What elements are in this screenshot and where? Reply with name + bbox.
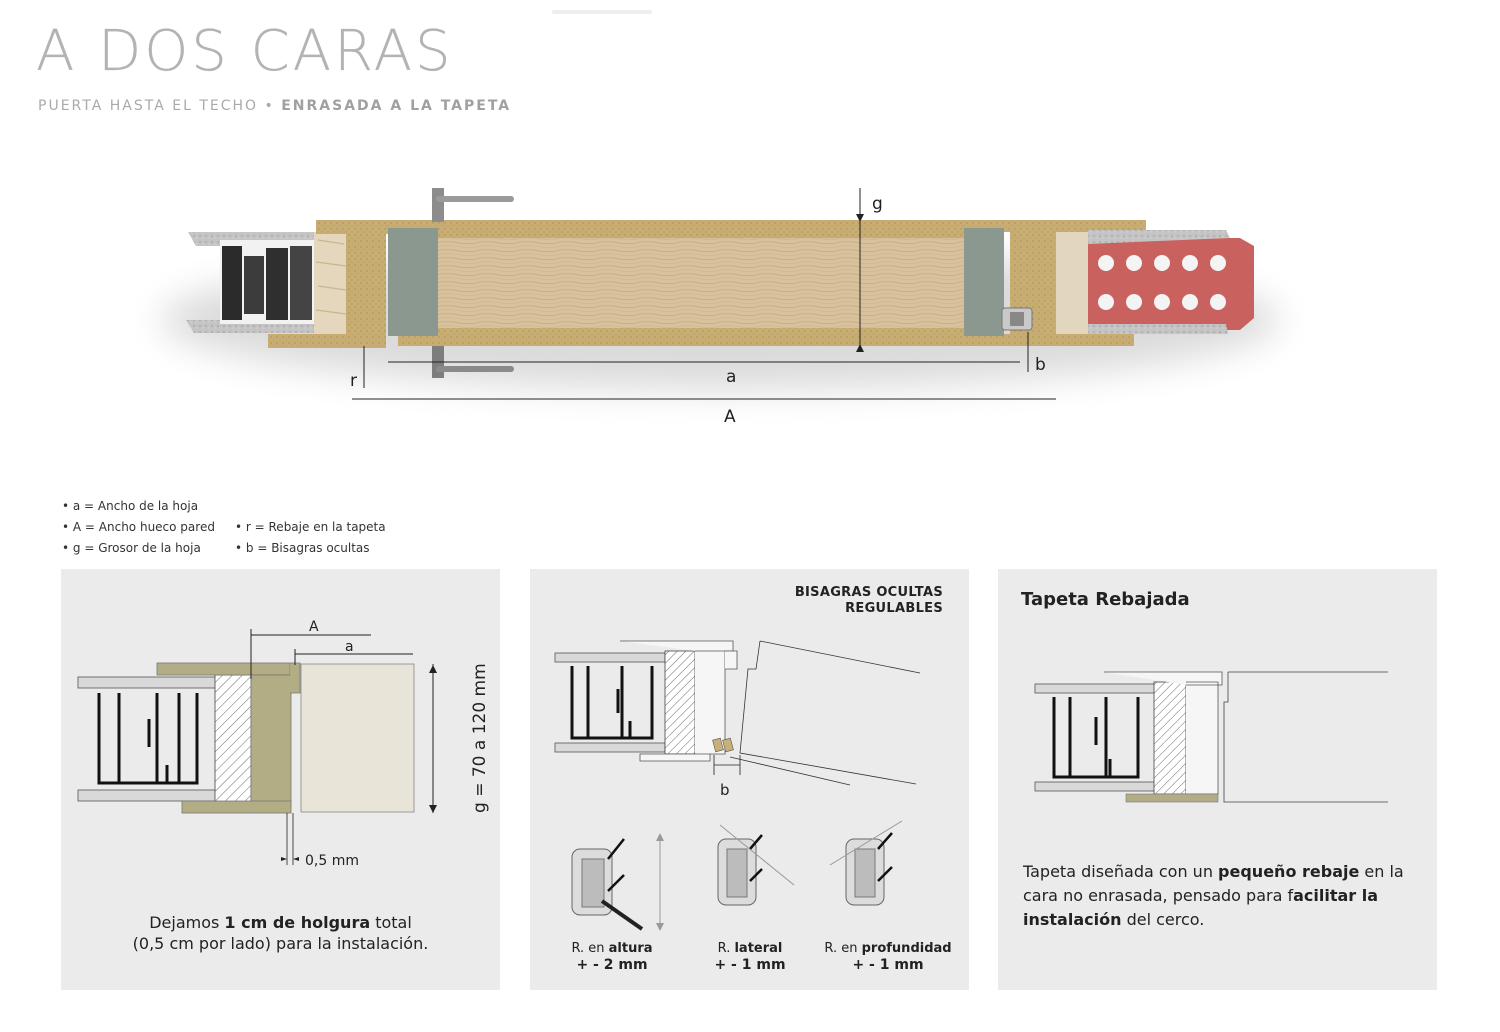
- tapeta-text: en la cara no enrasada, pensado para f: [1023, 862, 1404, 905]
- concealed-hinge: [1001, 307, 1033, 331]
- hinge-label-prefix: R. en: [571, 941, 609, 956]
- legend-item: • A = Ancho hueco pared: [62, 520, 215, 534]
- page-title: A DOS CARAS: [36, 19, 454, 84]
- door-leaf-right-edge: [964, 228, 1004, 336]
- holgura-label-A: A: [309, 619, 319, 635]
- holgura-diagram: A a g = 70 a 120 mm 0,5 mm: [77, 619, 490, 869]
- holgura-label-a: a: [345, 639, 354, 655]
- arrow-g-bottom: [856, 344, 864, 352]
- hinge-label-profundidad: R. en profundidad + - 1 mm: [818, 941, 958, 973]
- tapeta-text-bold: pequeño rebaje: [1218, 862, 1360, 881]
- legend-item: • a = Ancho de la hoja: [62, 499, 199, 513]
- hinge-label-lateral: R. lateral + - 1 mm: [680, 941, 820, 973]
- hinge-label-bold: altura: [608, 941, 653, 956]
- legend-item: • b = Bisagras ocultas: [235, 541, 370, 555]
- left-jamb-wood: [314, 232, 348, 334]
- hinge-label-value: + - 1 mm: [852, 957, 924, 973]
- arrow-g-top: [856, 214, 864, 222]
- hinge-label-bold: profundidad: [861, 941, 952, 956]
- hinge-depth-icon: [829, 820, 903, 906]
- dimension-r-label: r: [350, 371, 357, 391]
- holgura-caption: Dejamos 1 cm de holgura total (0,5 cm po…: [61, 912, 500, 954]
- door-leaf-left-edge: [388, 228, 438, 336]
- door-leaf-core: [436, 238, 966, 328]
- left-frame: [346, 232, 386, 336]
- handle-top: [432, 188, 514, 222]
- caption-line2: (0,5 cm por lado) para la instalación.: [132, 934, 429, 953]
- caption-text: Dejamos: [149, 913, 225, 932]
- bisagras-diagram: b: [554, 640, 921, 931]
- holgura-label-g: g = 70 a 120 mm: [470, 663, 490, 813]
- tapeta-description: Tapeta diseñada con un pequeño rebaje en…: [1023, 860, 1423, 932]
- hinge-label-value: + - 2 mm: [576, 957, 648, 973]
- tapeta-diagram: [1034, 671, 1388, 803]
- dimension-b-label: b: [1035, 355, 1046, 375]
- hinge-label-altura: R. en altura + - 2 mm: [542, 941, 682, 973]
- hinge-lateral-icon: [717, 824, 795, 906]
- right-jamb-wood: [1056, 232, 1090, 334]
- door-cross-section: g a A r b: [160, 188, 1280, 427]
- panel-tapeta: Tapeta Rebajada Tapeta diseñada con un p…: [998, 569, 1437, 990]
- hinge-height-icon: [571, 833, 664, 931]
- tapeta-text: Tapeta diseñada con un: [1023, 862, 1219, 881]
- dimension-A-label: A: [724, 407, 736, 427]
- hinge-label-prefix: R. en: [824, 941, 862, 956]
- left-jamb-grain: [315, 239, 347, 315]
- right-wall-brick: [1088, 230, 1254, 334]
- bisagras-title-line1: BISAGRAS OCULTAS: [794, 585, 943, 600]
- right-tapeta-bottom: [1004, 334, 1134, 346]
- subtitle-separator: •: [258, 98, 282, 114]
- left-tapeta-top: [316, 220, 400, 234]
- left-wall-partition: [186, 232, 316, 333]
- right-tapeta-top: [1004, 220, 1146, 232]
- top-tab-indicator: [552, 10, 652, 14]
- dimension-a-label: a: [726, 367, 736, 387]
- bisagras-title: BISAGRAS OCULTAS REGULABLES: [795, 585, 943, 617]
- bisagras-title-line2: REGULABLES: [845, 601, 943, 616]
- legend-item: • g = Grosor de la hoja: [62, 541, 201, 555]
- panel-bisagras: BISAGRAS OCULTAS REGULABLES b: [530, 569, 969, 990]
- tapeta-text-bold: acilitar la instalación: [1023, 886, 1379, 929]
- caption-bold: 1 cm de holgura: [224, 913, 371, 932]
- caption-text: total: [370, 913, 412, 932]
- dimension-g-label: g: [872, 194, 883, 214]
- legend-item: • r = Rebaje en la tapeta: [235, 520, 386, 534]
- page-subtitle: PUERTA HASTA EL TECHO • ENRASADA A LA TA…: [38, 98, 511, 114]
- bisagras-label-b: b: [720, 781, 730, 799]
- tapeta-text: del cerco.: [1121, 910, 1205, 929]
- panel-holgura: A a g = 70 a 120 mm 0,5 mm Dejamos 1 cm …: [61, 569, 500, 990]
- hinge-label-prefix: R.: [717, 941, 735, 956]
- subtitle-part1: PUERTA HASTA EL TECHO: [38, 98, 259, 114]
- subtitle-part2: ENRASADA A LA TAPETA: [281, 98, 512, 114]
- tapeta-title: Tapeta Rebajada: [1021, 589, 1190, 610]
- holgura-label-gap: 0,5 mm: [305, 853, 359, 869]
- hinge-label-bold: lateral: [734, 941, 783, 956]
- hinge-label-value: + - 1 mm: [714, 957, 786, 973]
- hinge-detail-icon: [712, 737, 734, 753]
- left-tapeta-bottom: [268, 334, 386, 348]
